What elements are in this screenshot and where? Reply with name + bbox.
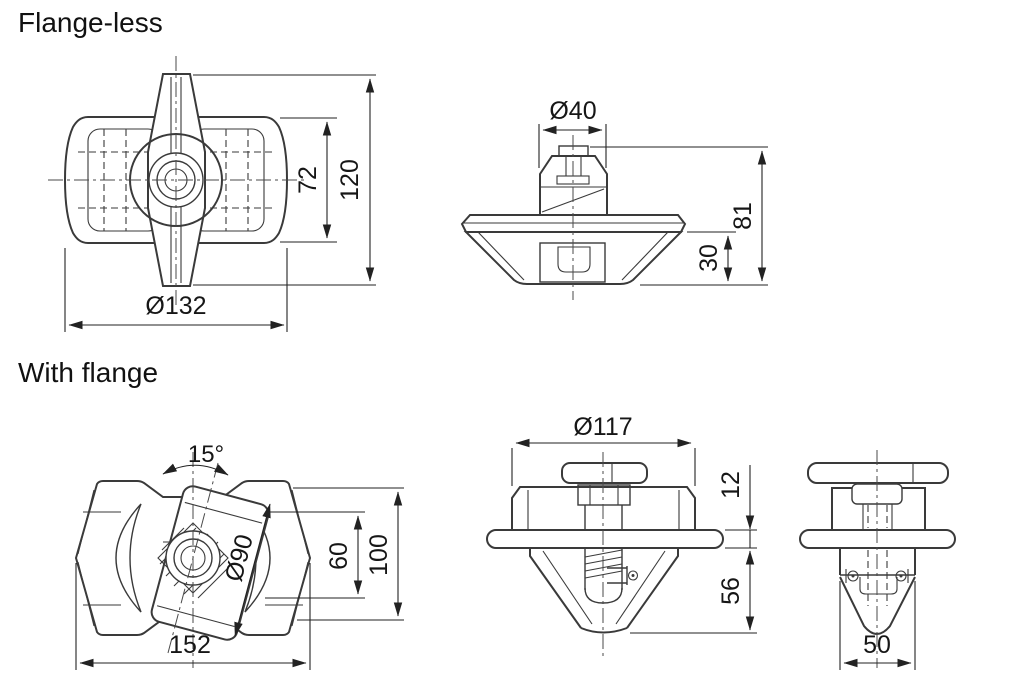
section-title-withflange: With flange [18,357,158,388]
dim-label-100: 100 [365,534,393,576]
dim-label-60: 60 [325,542,353,570]
dim-label-12: 12 [717,471,745,499]
withflange-plan-body-outline [74,480,312,636]
withflange-side-view: Ø117 12 56 [486,413,757,660]
withflange-end-bar [807,462,949,484]
withflange-plan-view: 15° Ø90 60 100 152 [74,441,404,670]
dim-label-40: Ø40 [549,97,596,125]
withflange-side-nut [577,484,631,506]
dim-label-72: 72 [294,166,322,194]
dim-label-120: 120 [336,159,364,201]
withflange-side-bar [561,462,648,484]
dim-label-152: 152 [169,631,211,659]
dim-label-56: 56 [717,577,745,605]
flangeless-plan-body-outline [63,116,289,244]
flangeless-side-view: Ø40 81 30 [460,97,768,300]
flangeless-side-base [463,231,684,285]
dim-label-15deg: 15° [188,441,224,468]
withflange-side-flange [486,529,724,549]
flangeless-plan-view: Ø132 72 120 [48,56,376,332]
withflange-end-view: 50 [799,450,956,670]
dim-label-81: 81 [729,202,757,230]
withflange-plan-left-window [115,503,142,613]
dim-label-117: Ø117 [573,413,632,441]
dim-label-50: 50 [863,631,891,659]
dim-label-132: Ø132 [145,292,206,320]
withflange-side-port [607,566,628,585]
dim-label-30: 30 [695,244,723,272]
section-title-flangeless: Flange-less [18,7,163,38]
